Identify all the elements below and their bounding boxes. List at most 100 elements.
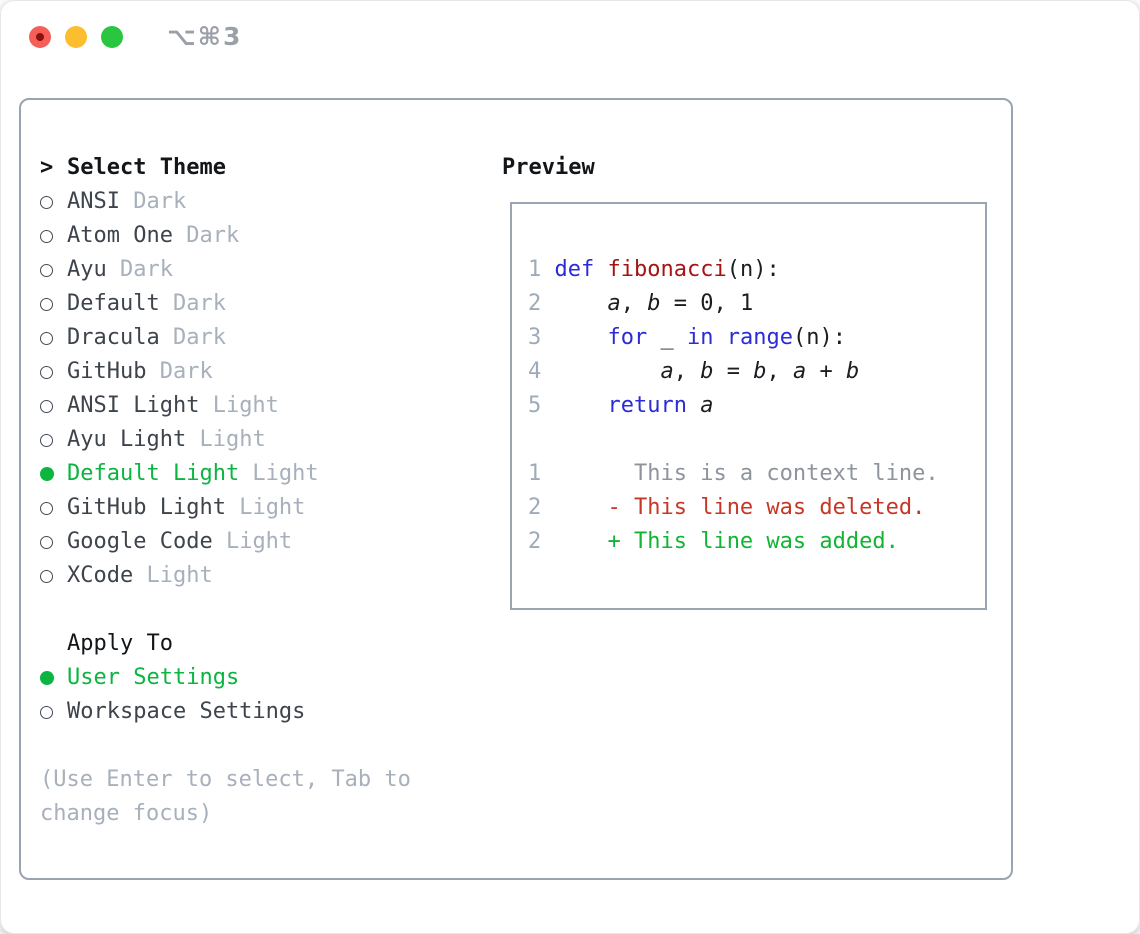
theme-option-github[interactable]: GitHub Dark	[40, 355, 490, 389]
preview-title: Preview	[502, 155, 595, 180]
code-token-pl	[555, 291, 608, 316]
option-label: Atom One	[67, 223, 173, 248]
option-label: Dracula	[67, 325, 160, 350]
code-token-var: b	[647, 291, 661, 316]
code-token-kw: def	[554, 257, 595, 282]
code-token-pl	[555, 529, 608, 554]
code-token-var: b	[753, 359, 767, 384]
option-label: GitHub	[67, 359, 147, 384]
theme-option-default[interactable]: Default Dark	[40, 287, 490, 321]
radio-unselected-icon	[40, 195, 53, 209]
option-label: User Settings	[67, 665, 240, 690]
code-token-pl	[555, 495, 608, 520]
spacer	[40, 729, 490, 763]
option-variant-label: Light	[186, 427, 266, 452]
radio-unselected-icon	[40, 365, 53, 379]
option-variant-label: Dark	[159, 291, 226, 316]
option-label: Workspace Settings	[67, 699, 306, 724]
apply-option-user-settings[interactable]: User Settings	[40, 661, 490, 695]
code-token-kw: in	[686, 325, 714, 350]
option-variant-label: Light	[212, 529, 293, 554]
option-variant-label: Dark	[159, 325, 226, 350]
preview-pane: 1 def fibonacci(n): 2 a, b = 0, 1 3 for …	[510, 202, 987, 610]
theme-option-atom-one[interactable]: Atom One Dark	[40, 219, 490, 253]
line-number: 5	[528, 393, 555, 418]
theme-option-ayu-light[interactable]: Ayu Light Light	[40, 423, 490, 457]
code-token-pl: (n):	[792, 325, 846, 350]
theme-option-default-light[interactable]: Default Light Light	[40, 457, 490, 491]
code-token-var: a	[660, 359, 674, 384]
option-label: Default	[67, 291, 160, 316]
theme-option-xcode[interactable]: XCode Light	[40, 559, 490, 593]
option-variant-label: Light	[199, 393, 279, 418]
radio-unselected-icon	[40, 297, 53, 311]
radio-unselected-icon	[40, 705, 53, 719]
option-label: Google Code	[67, 529, 213, 554]
code-token-del: - This line was deleted.	[607, 495, 926, 520]
option-variant-label: Dark	[172, 223, 240, 248]
theme-option-github-light[interactable]: GitHub Light Light	[40, 491, 490, 525]
help-text-line-1: (Use Enter to select, Tab to	[40, 767, 411, 792]
maximize-button[interactable]	[101, 26, 123, 48]
code-token-var: b	[700, 359, 714, 384]
focus-arrow-icon: >	[40, 155, 54, 180]
code-token-pl: ,	[673, 359, 701, 384]
theme-option-ayu[interactable]: Ayu Dark	[40, 253, 490, 287]
option-variant-label: Light	[239, 461, 319, 486]
option-variant-label: Light	[133, 563, 213, 588]
radio-selected-icon	[40, 467, 54, 481]
apply-to-title: Apply To	[67, 631, 173, 656]
code-token-fn: fibonacci	[607, 257, 727, 282]
help-text-line-2: change focus)	[40, 801, 213, 826]
line-number: 2	[528, 291, 555, 316]
code-token-kw: return	[607, 393, 687, 418]
radio-unselected-icon	[40, 535, 53, 549]
option-variant-label: Dark	[106, 257, 173, 282]
code-token-pl: +	[806, 359, 846, 384]
code-token-pl: _	[647, 325, 687, 350]
line-number: 3	[528, 325, 555, 350]
apply-option-workspace-settings[interactable]: Workspace Settings	[40, 695, 490, 729]
theme-option-dracula[interactable]: Dracula Dark	[40, 321, 490, 355]
line-number: 4	[528, 359, 555, 384]
option-label: ANSI	[67, 189, 120, 214]
code-token-pl	[555, 393, 608, 418]
radio-unselected-icon	[40, 501, 53, 515]
theme-option-google-code[interactable]: Google Code Light	[40, 525, 490, 559]
theme-option-ansi[interactable]: ANSI Dark	[40, 185, 490, 219]
line-number: 2	[528, 495, 555, 520]
option-label: XCode	[67, 563, 134, 588]
code-token-pl	[555, 359, 661, 384]
spacer	[40, 593, 490, 627]
record-dot-icon	[36, 33, 44, 41]
code-token-pl: (n):	[726, 257, 780, 282]
select-theme-header: > Select Theme	[40, 151, 490, 185]
select-theme-title: Select Theme	[67, 155, 226, 180]
radio-unselected-icon	[40, 399, 53, 413]
option-label: ANSI Light	[67, 393, 200, 418]
radio-unselected-icon	[40, 263, 53, 277]
minimize-button[interactable]	[65, 26, 87, 48]
code-token-pl: = 0, 1	[660, 291, 754, 316]
radio-unselected-icon	[40, 331, 53, 345]
code-token-pl	[687, 393, 700, 418]
code-token-var: a	[607, 291, 621, 316]
option-variant-label: Light	[225, 495, 306, 520]
code-token-pl: ,	[766, 359, 793, 384]
theme-option-ansi-light[interactable]: ANSI Light Light	[40, 389, 490, 423]
radio-selected-icon	[40, 671, 54, 685]
close-button[interactable]	[29, 26, 51, 48]
option-label: Ayu	[67, 257, 107, 282]
radio-unselected-icon	[40, 569, 53, 583]
code-token-ctx: This is a context line.	[554, 461, 939, 486]
radio-unselected-icon	[40, 433, 53, 447]
option-label: GitHub Light	[67, 495, 226, 520]
line-number: 2	[528, 529, 555, 554]
code-preview: 1 def fibonacci(n): 2 a, b = 0, 1 3 for …	[512, 204, 985, 608]
radio-unselected-icon	[40, 229, 53, 243]
